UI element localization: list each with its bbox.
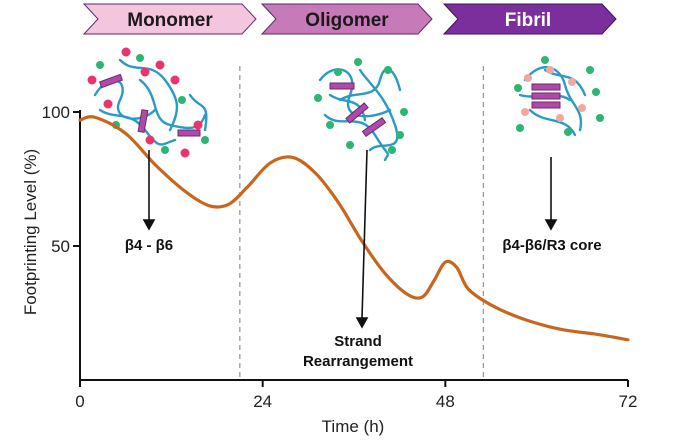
stage-label-monomer: Monomer [127,10,213,31]
x-tick-label: 0 [75,392,84,411]
y-tick-label: 50 [51,237,70,256]
fibril-protein-illustration [514,56,604,137]
monomer-protein-illustration [87,47,209,158]
fibril-core-label: β4-β6/R3 core [502,237,601,254]
fibril-arrow-head [544,219,558,231]
stage-label-oligomer: Oligomer [305,10,389,31]
y-tick-label: 100 [42,103,70,122]
stage-arrow-fibril [442,3,617,35]
axis-ticks: 0 24 48 72 50 100 [42,103,638,411]
x-tick-label: 72 [619,392,638,411]
annotation-arrows [142,149,558,329]
monomer-region-label: β4 - β6 [125,237,173,254]
stage-arrow-oligomer [260,3,433,35]
oligomer-arrow [361,149,368,319]
oligomer-arrow-head [355,317,369,329]
monomer-arrow-head [142,219,156,231]
oligomer-protein-illustration [314,58,408,162]
strand-rearrangement-label-line2: Rearrangement [303,353,413,370]
stage-label-fibril: Fibril [505,10,551,31]
x-tick-label: 24 [253,392,272,411]
y-axis-title: Footprinting Level (%) [21,149,40,315]
footprinting-series-line [78,115,630,342]
x-axis-title: Time (h) [322,417,385,436]
x-tick-label: 48 [436,392,455,411]
stage-arrow-monomer [82,3,257,35]
strand-rearrangement-label-line1: Strand [334,333,382,350]
stage-banner: Monomer Oligomer Fibril [82,3,617,35]
